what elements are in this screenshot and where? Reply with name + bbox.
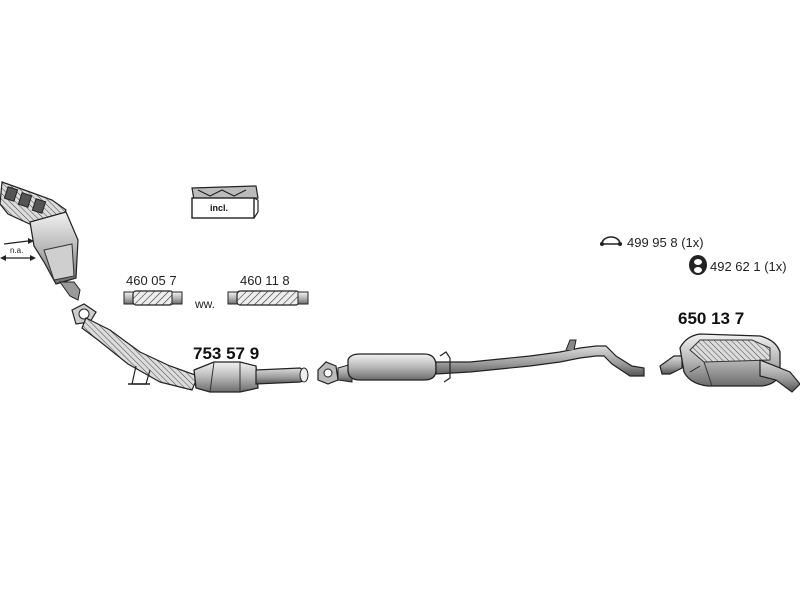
- center-muffler: [317, 339, 645, 385]
- catalytic-converter: [193, 361, 309, 393]
- exhaust-manifold: [0, 181, 81, 301]
- rubber-mount-icon: [689, 255, 707, 275]
- gasket-kit-icon: [191, 185, 259, 219]
- incl-label: incl.: [210, 203, 229, 213]
- clamp-icon: [600, 236, 622, 246]
- part-number-clamp: 499 95 8 (1x): [627, 235, 704, 250]
- ww-label: ww.: [195, 297, 216, 311]
- flex-pipe-a: [123, 290, 183, 306]
- part-number-flex-pipe-a: 460 05 7: [126, 273, 177, 288]
- na-label: n.a.: [10, 246, 24, 255]
- rear-muffler: [659, 333, 800, 393]
- front-pipe: [71, 303, 199, 391]
- part-number-catalytic-converter: 753 57 9: [193, 344, 260, 363]
- part-number-rubber-mount: 492 62 1 (1x): [710, 259, 787, 274]
- part-number-rear-muffler: 650 13 7: [678, 309, 745, 328]
- flex-pipe-b: [227, 290, 309, 306]
- part-number-flex-pipe-b: 460 11 8: [240, 273, 290, 288]
- na-arrows: [0, 238, 36, 261]
